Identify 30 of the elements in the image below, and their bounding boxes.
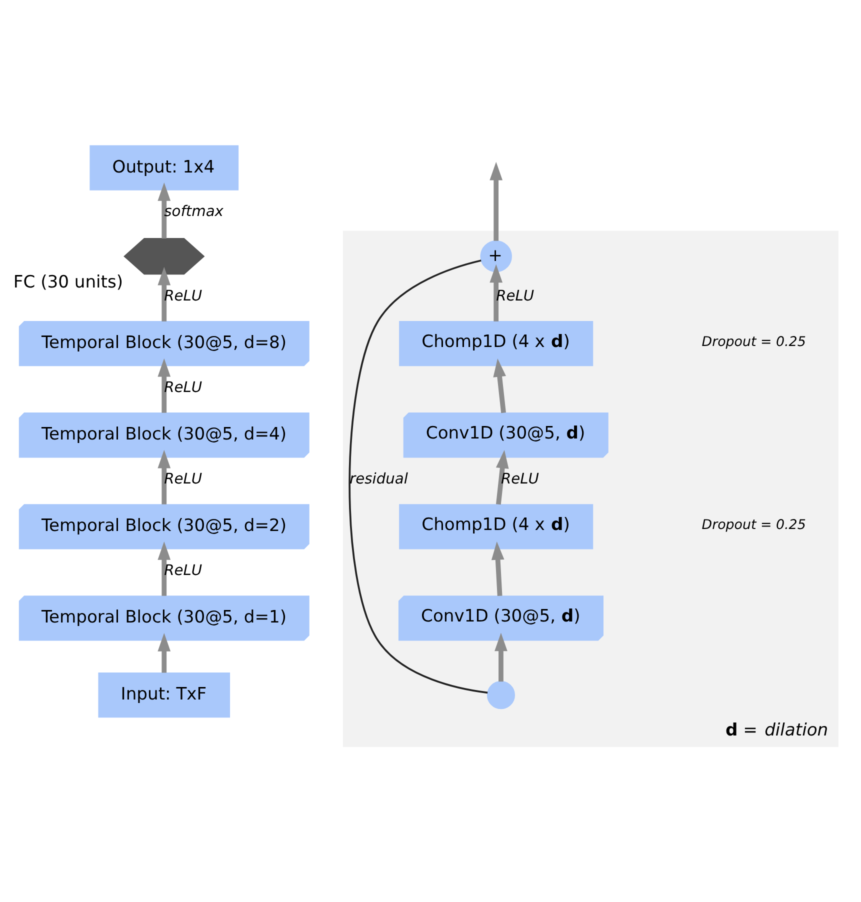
arrow [158, 450, 171, 504]
arrow [490, 264, 503, 322]
arrow [493, 358, 506, 414]
node-box: Input: TxF [98, 672, 230, 718]
node-circle: + [480, 240, 512, 272]
arrow [496, 450, 509, 505]
edge-label: ReLU [164, 378, 202, 396]
arrow [158, 541, 171, 596]
arrow [490, 162, 503, 241]
edge-label: ReLU [164, 287, 202, 304]
arrow [158, 266, 171, 322]
label: Dropout = 0.25 [702, 518, 806, 533]
edge-label: softmax [164, 203, 224, 220]
arrow [158, 358, 171, 413]
connector [348, 260, 488, 694]
node-circle [486, 681, 516, 710]
node-label: FC (30 units) [13, 272, 124, 293]
node-box: Output: 1x4 [90, 145, 239, 190]
edge-label: ReLU [164, 562, 202, 579]
label: Dropout = 0.25 [702, 334, 806, 350]
edge-label: ReLU [500, 470, 539, 488]
node-box: Chomp1D (4 x d) [399, 504, 594, 550]
edge-label: ReLU [164, 470, 202, 488]
edge-label: ReLU [496, 287, 534, 304]
node-box: Chomp1D (4 x d) [399, 321, 594, 366]
node-network [124, 238, 205, 275]
arrow [494, 632, 508, 682]
arrow [491, 541, 504, 596]
arrow [158, 182, 171, 239]
arrow [158, 632, 171, 673]
